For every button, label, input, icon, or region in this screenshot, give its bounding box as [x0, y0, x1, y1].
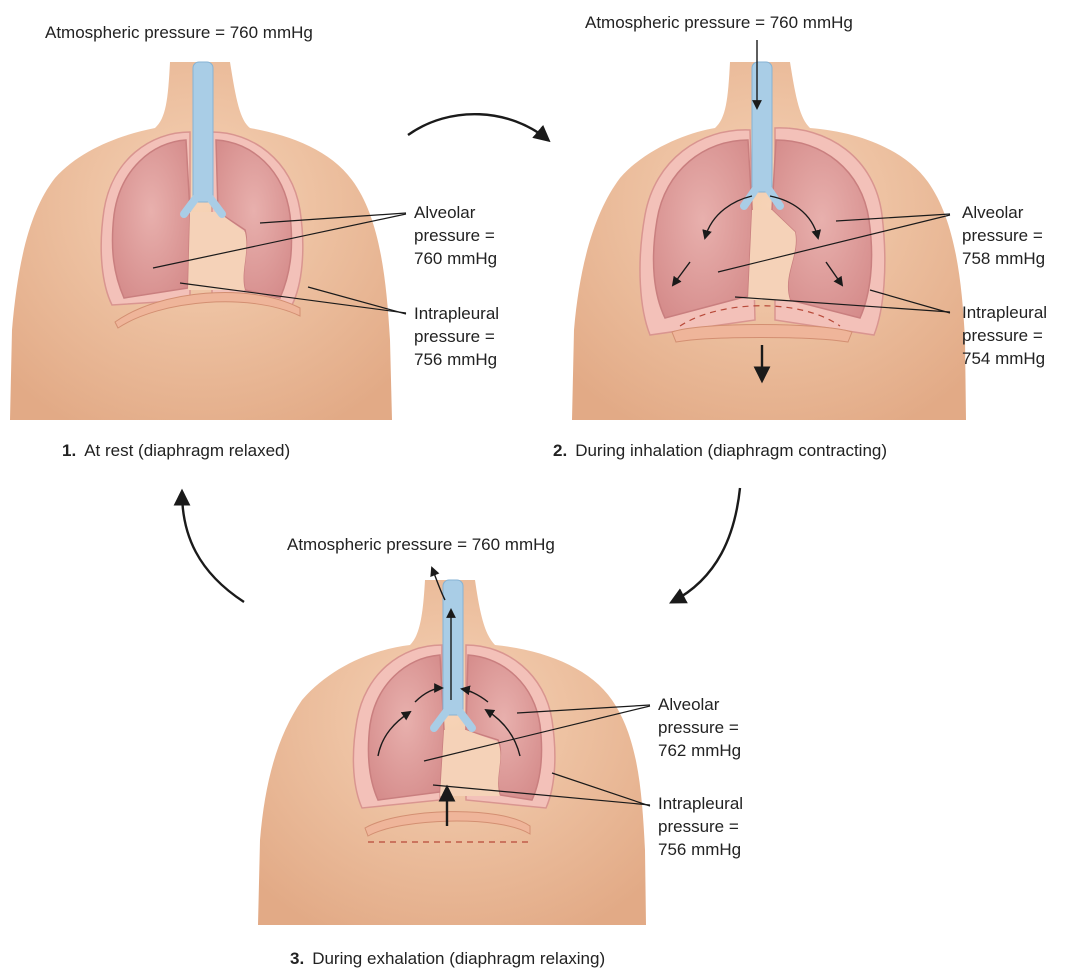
- caption-3-number: 3.: [290, 949, 304, 968]
- caption-1: 1. At rest (diaphragm relaxed): [62, 440, 290, 461]
- trachea-3: [443, 580, 463, 715]
- trachea-1: [193, 62, 213, 202]
- alveolar-label-2: Alveolar pressure = 758 mmHg: [962, 201, 1045, 270]
- atmospheric-label-2: Atmospheric pressure = 760 mmHg: [585, 12, 853, 33]
- caption-3-text: During exhalation (diaphragm relaxing): [312, 949, 605, 968]
- caption-1-number: 1.: [62, 441, 76, 460]
- intrapleural-label-2: Intrapleural pressure = 754 mmHg: [962, 301, 1047, 370]
- caption-2-number: 2.: [553, 441, 567, 460]
- panel-2-inhalation: [572, 62, 966, 420]
- caption-2-text: During inhalation (diaphragm contracting…: [575, 441, 887, 460]
- panel-3-exhalation: [258, 580, 646, 925]
- cycle-arrow-1-to-2: [408, 114, 548, 140]
- alveolar-label-3: Alveolar pressure = 762 mmHg: [658, 693, 741, 762]
- panel-1-at-rest: [10, 62, 392, 420]
- intrapleural-label-1: Intrapleural pressure = 756 mmHg: [414, 302, 499, 371]
- intrapleural-label-3: Intrapleural pressure = 756 mmHg: [658, 792, 743, 861]
- caption-2: 2. During inhalation (diaphragm contracti…: [553, 440, 887, 461]
- alveolar-label-1: Alveolar pressure = 760 mmHg: [414, 201, 497, 270]
- caption-3: 3. During exhalation (diaphragm relaxing): [290, 948, 605, 969]
- atmospheric-label-3: Atmospheric pressure = 760 mmHg: [287, 534, 555, 555]
- cycle-arrow-3-to-1: [182, 492, 244, 602]
- trachea-2: [752, 62, 772, 192]
- cycle-arrow-2-to-3: [672, 488, 740, 602]
- atmospheric-label-1: Atmospheric pressure = 760 mmHg: [45, 22, 313, 43]
- caption-1-text: At rest (diaphragm relaxed): [84, 441, 290, 460]
